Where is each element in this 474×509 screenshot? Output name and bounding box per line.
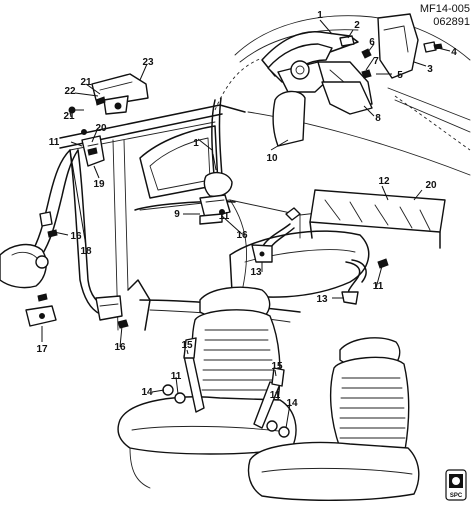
callout-23: 23	[142, 57, 154, 68]
callout-15a: 15	[181, 340, 193, 351]
seat-belt-harness-center	[251, 207, 301, 263]
callout-20b: 20	[425, 180, 437, 191]
callout-18: 18	[80, 246, 92, 257]
callout-13a: 13	[250, 267, 262, 278]
callout-11e: 11	[219, 211, 230, 222]
leader-lines	[41, 19, 451, 429]
callout-19: 19	[93, 179, 105, 190]
badge-text: SPC	[450, 493, 463, 499]
front-seat-right	[247, 337, 420, 501]
shoulder-belt-webbing	[199, 97, 233, 225]
callout-1b: 1	[193, 138, 199, 149]
callout-13b: 13	[316, 294, 328, 305]
callout-16c: 16	[236, 230, 248, 241]
callout-7: 7	[373, 56, 379, 67]
callout-21b: 21	[63, 111, 75, 122]
callout-16a: 16	[70, 231, 82, 242]
callout-8: 8	[375, 113, 381, 124]
callout-1a: 1	[317, 10, 323, 21]
callout-11c: 11	[171, 371, 182, 382]
callout-labels: 1 1 2 3 4 5 6 7 8 9 10 11 11 11 11 11 12…	[36, 10, 457, 409]
callout-14b: 14	[286, 398, 298, 409]
callout-14a: 14	[141, 387, 153, 398]
callout-21a: 21	[80, 77, 92, 88]
callout-15b: 15	[271, 361, 283, 372]
diagram-code: MF14-005	[420, 3, 470, 15]
quarter-trim-panel	[272, 90, 306, 147]
callout-2: 2	[354, 20, 360, 31]
callout-20a: 20	[95, 123, 107, 134]
callout-11b: 11	[373, 281, 384, 292]
callout-16b: 16	[114, 342, 126, 353]
callout-22: 22	[64, 86, 76, 97]
callout-10: 10	[266, 153, 278, 164]
callout-5: 5	[397, 70, 403, 81]
callout-11d: 11	[270, 390, 281, 401]
callout-3: 3	[427, 64, 433, 75]
callout-11a: 11	[49, 137, 60, 148]
callout-6: 6	[369, 37, 375, 48]
left-belt-assembly	[0, 73, 149, 329]
gm-parts-badge-icon: SPC	[445, 469, 467, 501]
callout-17: 17	[36, 344, 48, 355]
date-code: 062891	[433, 16, 470, 28]
callout-12: 12	[378, 176, 390, 187]
rear-package-shelf	[309, 189, 446, 249]
upper-shoulder-belt-assembly	[261, 13, 443, 115]
callout-4: 4	[451, 47, 457, 58]
callout-9: 9	[174, 209, 180, 220]
seat-belt-harness-right	[341, 258, 389, 305]
